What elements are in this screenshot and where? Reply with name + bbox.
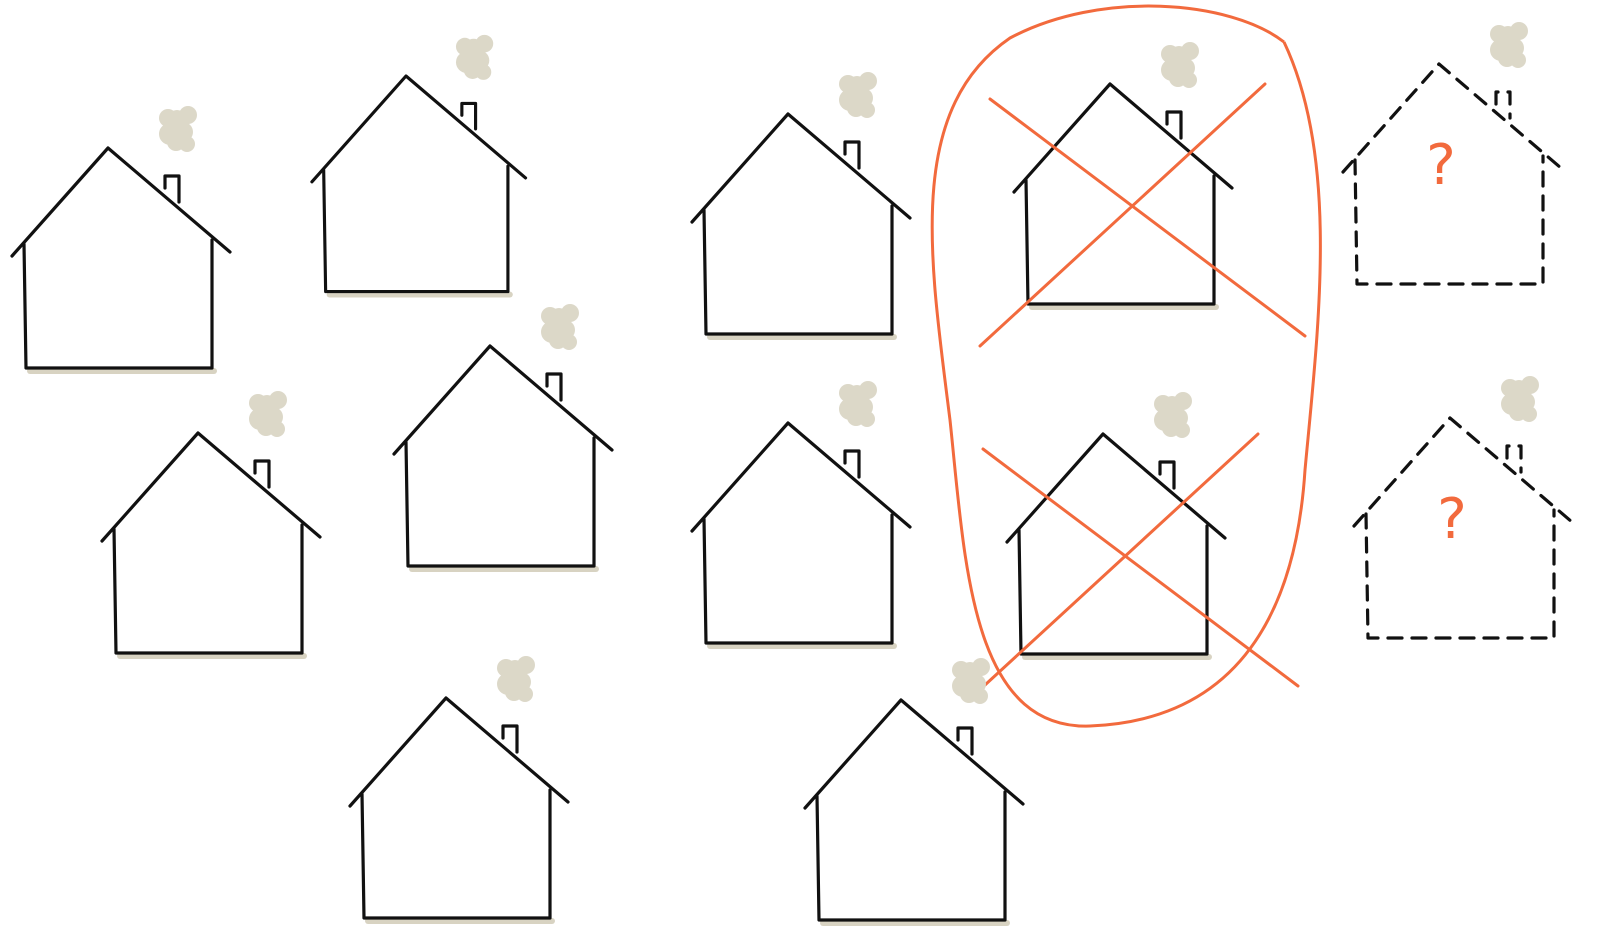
question-mark: ? [1426, 133, 1456, 198]
smoke-icon [839, 381, 877, 427]
annotations-layer [932, 6, 1320, 726]
smoke-icon [249, 391, 287, 437]
house-10 [805, 658, 1023, 923]
smoke-icon [1154, 392, 1192, 438]
smoke-icon [839, 72, 877, 118]
smoke-icon [1490, 22, 1528, 68]
smoke-icon [541, 304, 579, 350]
smoke-icon [456, 35, 493, 80]
house-3 [102, 391, 320, 656]
house-6 [692, 72, 910, 337]
smoke-icon [1501, 376, 1539, 422]
roof [692, 114, 910, 222]
roof [312, 76, 526, 182]
roof [805, 700, 1023, 808]
house-2 [312, 35, 526, 295]
roof [102, 433, 320, 541]
walls [406, 438, 594, 566]
roof [1014, 84, 1232, 192]
house-1 [12, 106, 230, 371]
roof [692, 423, 910, 531]
smoke-icon [952, 658, 990, 704]
smoke-icon [1161, 42, 1199, 88]
roof [394, 346, 612, 454]
walls [24, 240, 212, 368]
roof [1007, 434, 1225, 542]
highlight-loop [932, 6, 1320, 726]
house-4 [394, 304, 612, 569]
question-mark: ? [1437, 487, 1467, 552]
walls [817, 792, 1005, 920]
houses-layer: ?? [12, 22, 1572, 923]
smoke-icon [159, 106, 197, 152]
house-7-crossed-out [980, 42, 1305, 346]
roof [12, 148, 230, 256]
house-12-unknown: ? [1343, 22, 1561, 284]
house-8 [692, 381, 910, 646]
walls [114, 525, 302, 653]
walls [704, 206, 892, 334]
walls [704, 515, 892, 643]
house-5 [350, 656, 568, 921]
walls [362, 790, 550, 918]
smoke-icon [497, 656, 535, 702]
walls [324, 166, 508, 291]
house-13-unknown: ? [1354, 376, 1572, 638]
roof [350, 698, 568, 806]
